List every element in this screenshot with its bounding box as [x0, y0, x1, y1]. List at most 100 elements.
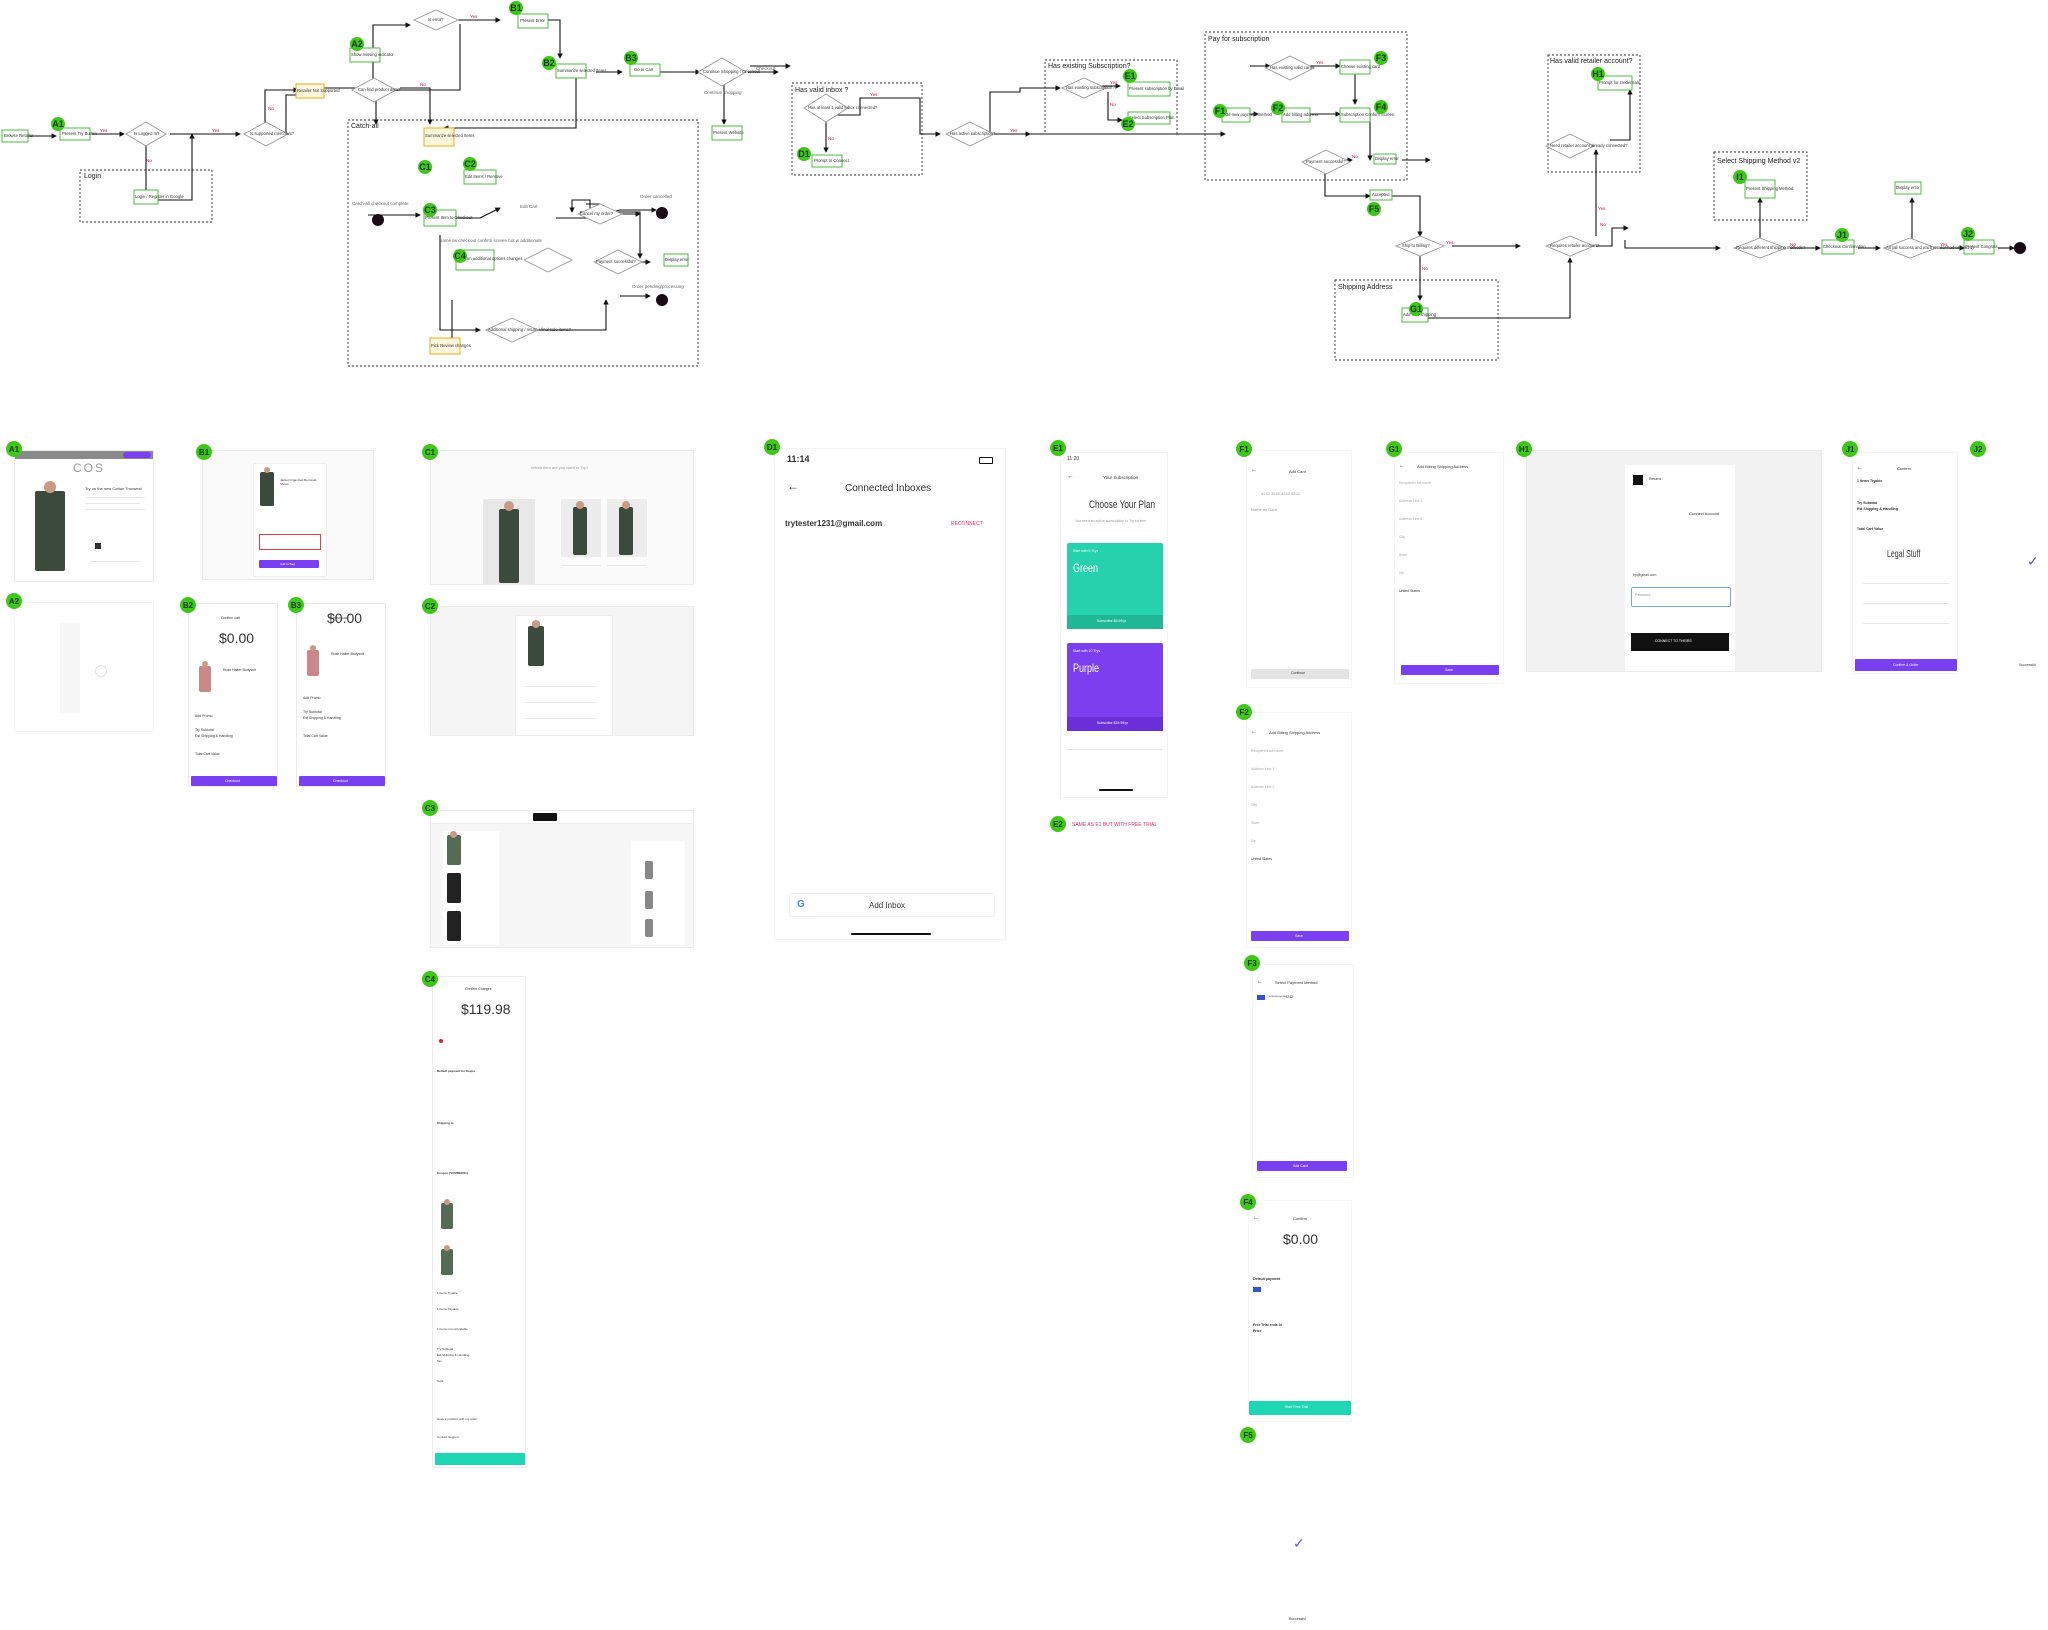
cart-item: Rose Halter Bodysuit — [331, 652, 364, 656]
node-label-display-error: Display error — [1375, 156, 1399, 161]
group-label-catch-all: Catch-all — [351, 123, 379, 130]
group-label-shipping-address: Shipping Address — [1338, 284, 1393, 291]
node-label-not-supported: Retailer Not Supported — [297, 88, 340, 93]
c4-shipping-label: Shipping to — [437, 1121, 454, 1125]
name-on-card-field[interactable]: Name on Card — [1251, 507, 1278, 512]
edge-label-no-10: No — [1790, 242, 1796, 247]
field-address1[interactable]: Address Line 1 — [1399, 499, 1423, 503]
row-total: Total Cart Value — [195, 752, 220, 756]
node-present-error — [517, 13, 549, 29]
terminal-order-pending — [656, 294, 668, 306]
badge-d1: D1 — [764, 439, 780, 455]
edge-label-yes-9: Yes — [1598, 206, 1606, 211]
node-prompt-connect — [811, 154, 843, 168]
back-arrow-icon[interactable]: ← — [1857, 465, 1863, 471]
c4-row-shipping: Est Shipping & Handling — [437, 1353, 470, 1357]
save-button[interactable] — [1251, 931, 1349, 941]
email-field[interactable]: try@gmail.com — [1633, 573, 1657, 577]
option-1[interactable] — [561, 499, 601, 557]
field-state[interactable]: State — [1399, 553, 1408, 557]
field-country[interactable]: United States — [1399, 589, 1421, 593]
plan-green-name: Green — [1073, 561, 1099, 575]
field-zip[interactable]: Zip — [1399, 571, 1404, 575]
screen-f4: ← Confirm $0.00 Default payment Free Tri… — [1248, 1200, 1352, 1422]
field-zip[interactable]: Zip — [1251, 839, 1256, 843]
back-arrow-icon[interactable]: ← — [1067, 473, 1074, 480]
field-name[interactable]: Recipient's full name — [1251, 749, 1284, 753]
node-has-inbox — [803, 93, 849, 123]
tab-connect[interactable]: Connect Account — [1689, 511, 1720, 516]
c4-support-link[interactable]: Contact Support — [437, 1435, 459, 1439]
badge-c3: C3 — [422, 800, 438, 816]
password-field[interactable] — [1631, 587, 1731, 607]
add-card-button[interactable] — [1257, 1161, 1347, 1171]
field-address2[interactable]: Address Line 2 — [1251, 785, 1275, 789]
f1-title: Add Card — [1289, 469, 1306, 474]
c4-problem-link[interactable]: Have a problem with my order — [437, 1417, 478, 1421]
field-address1[interactable]: Address Line 1 — [1251, 767, 1275, 771]
confirm-order-button[interactable] — [1855, 659, 1957, 671]
checkout-button[interactable] — [299, 776, 385, 786]
saved-card[interactable]: ************4242 — [1269, 995, 1294, 999]
save-button[interactable] — [1401, 665, 1499, 675]
svg-text:C2: C2 — [464, 159, 476, 169]
field-state[interactable]: State — [1251, 821, 1260, 825]
add-to-bag-button[interactable] — [259, 560, 319, 568]
node-is-logged-in — [125, 121, 167, 147]
row-total: Total Cart Value — [303, 734, 328, 738]
node-label-valid-cards: Has existing valid card? — [1270, 65, 1315, 70]
field-address2[interactable]: Address Line 2 — [1399, 517, 1423, 521]
field-name[interactable]: Recipient's full name — [1399, 481, 1432, 485]
node-label-edit-item: Edit Items / Remove — [465, 174, 503, 179]
continue-button[interactable] — [1251, 669, 1349, 679]
reconnect-button[interactable]: RECONNECT — [951, 521, 983, 527]
back-arrow-icon[interactable]: ← — [1253, 1215, 1259, 1221]
row-subtotal: Try Subtotal — [195, 728, 214, 732]
diagram-badge-f5: F5 — [1367, 202, 1381, 216]
svg-text:J2: J2 — [1963, 229, 1973, 239]
app-store-badge[interactable] — [533, 813, 557, 821]
node-label-requires-account: Requires retailer account? — [1550, 243, 1600, 248]
field-city[interactable]: City — [1399, 535, 1406, 539]
add-promo[interactable]: Add Promo — [303, 696, 321, 700]
node-display-error-final — [1894, 181, 1922, 195]
back-arrow-icon[interactable]: ← — [1251, 467, 1257, 473]
screen-c1: Which item are you want to Try? — [430, 450, 694, 585]
d1-title: Connected Inboxes — [845, 483, 932, 494]
plan-green-card[interactable]: Start with 5 Trys Green Subscribe $9.99/… — [1067, 543, 1163, 629]
color-swatch[interactable] — [95, 543, 101, 549]
c4-header: Confirm Charges — [465, 987, 492, 991]
node-is-error — [412, 9, 460, 31]
start-trial-button[interactable] — [1249, 1401, 1351, 1415]
svg-text:E1: E1 — [1124, 71, 1135, 81]
f4-payment-label: Default payment — [1253, 1277, 1281, 1281]
row-shipping: Est Shipping & Handling — [303, 716, 341, 720]
node-label-credentials: Prompt for credentials — [1599, 80, 1640, 85]
edge-label-yes-5: Yes — [1010, 128, 1018, 133]
plan-purple-card[interactable]: Start with 10 Trys Purple Subscribe $19.… — [1067, 643, 1163, 731]
back-arrow-icon[interactable]: ← — [1257, 979, 1263, 985]
field-city[interactable]: City — [1251, 803, 1258, 807]
add-inbox-button[interactable] — [789, 893, 995, 917]
card-number-field[interactable]: 4242 4242 4242 4242 — [1261, 491, 1300, 496]
badge-e1: E1 — [1050, 440, 1066, 456]
google-icon: G — [797, 899, 805, 910]
svg-text:A2: A2 — [351, 39, 363, 49]
tab-returns[interactable]: Returns — [1649, 477, 1662, 481]
e1-header: Your Subscription — [1103, 475, 1139, 480]
try-button[interactable] — [123, 452, 151, 458]
j2-success-label: Successful — [2019, 663, 2036, 667]
node-label-add-billing: Add billing address — [1283, 112, 1318, 117]
c4-confirm-button[interactable] — [435, 1453, 525, 1465]
j1-row-total: Total Cart Value — [1857, 527, 1884, 531]
back-arrow-icon[interactable]: ← — [1399, 463, 1405, 469]
field-country[interactable]: United States — [1251, 857, 1273, 861]
connect-button[interactable] — [1631, 633, 1729, 651]
back-arrow-icon[interactable]: ← — [1251, 729, 1257, 735]
back-arrow-icon[interactable]: ← — [787, 479, 799, 493]
checkout-button[interactable] — [191, 776, 277, 786]
c1-title: Which item are you want to Try? — [531, 465, 589, 470]
option-2[interactable] — [607, 499, 647, 557]
add-promo[interactable]: Add Promo — [195, 714, 213, 718]
terminal-catch-all-start — [372, 214, 384, 226]
